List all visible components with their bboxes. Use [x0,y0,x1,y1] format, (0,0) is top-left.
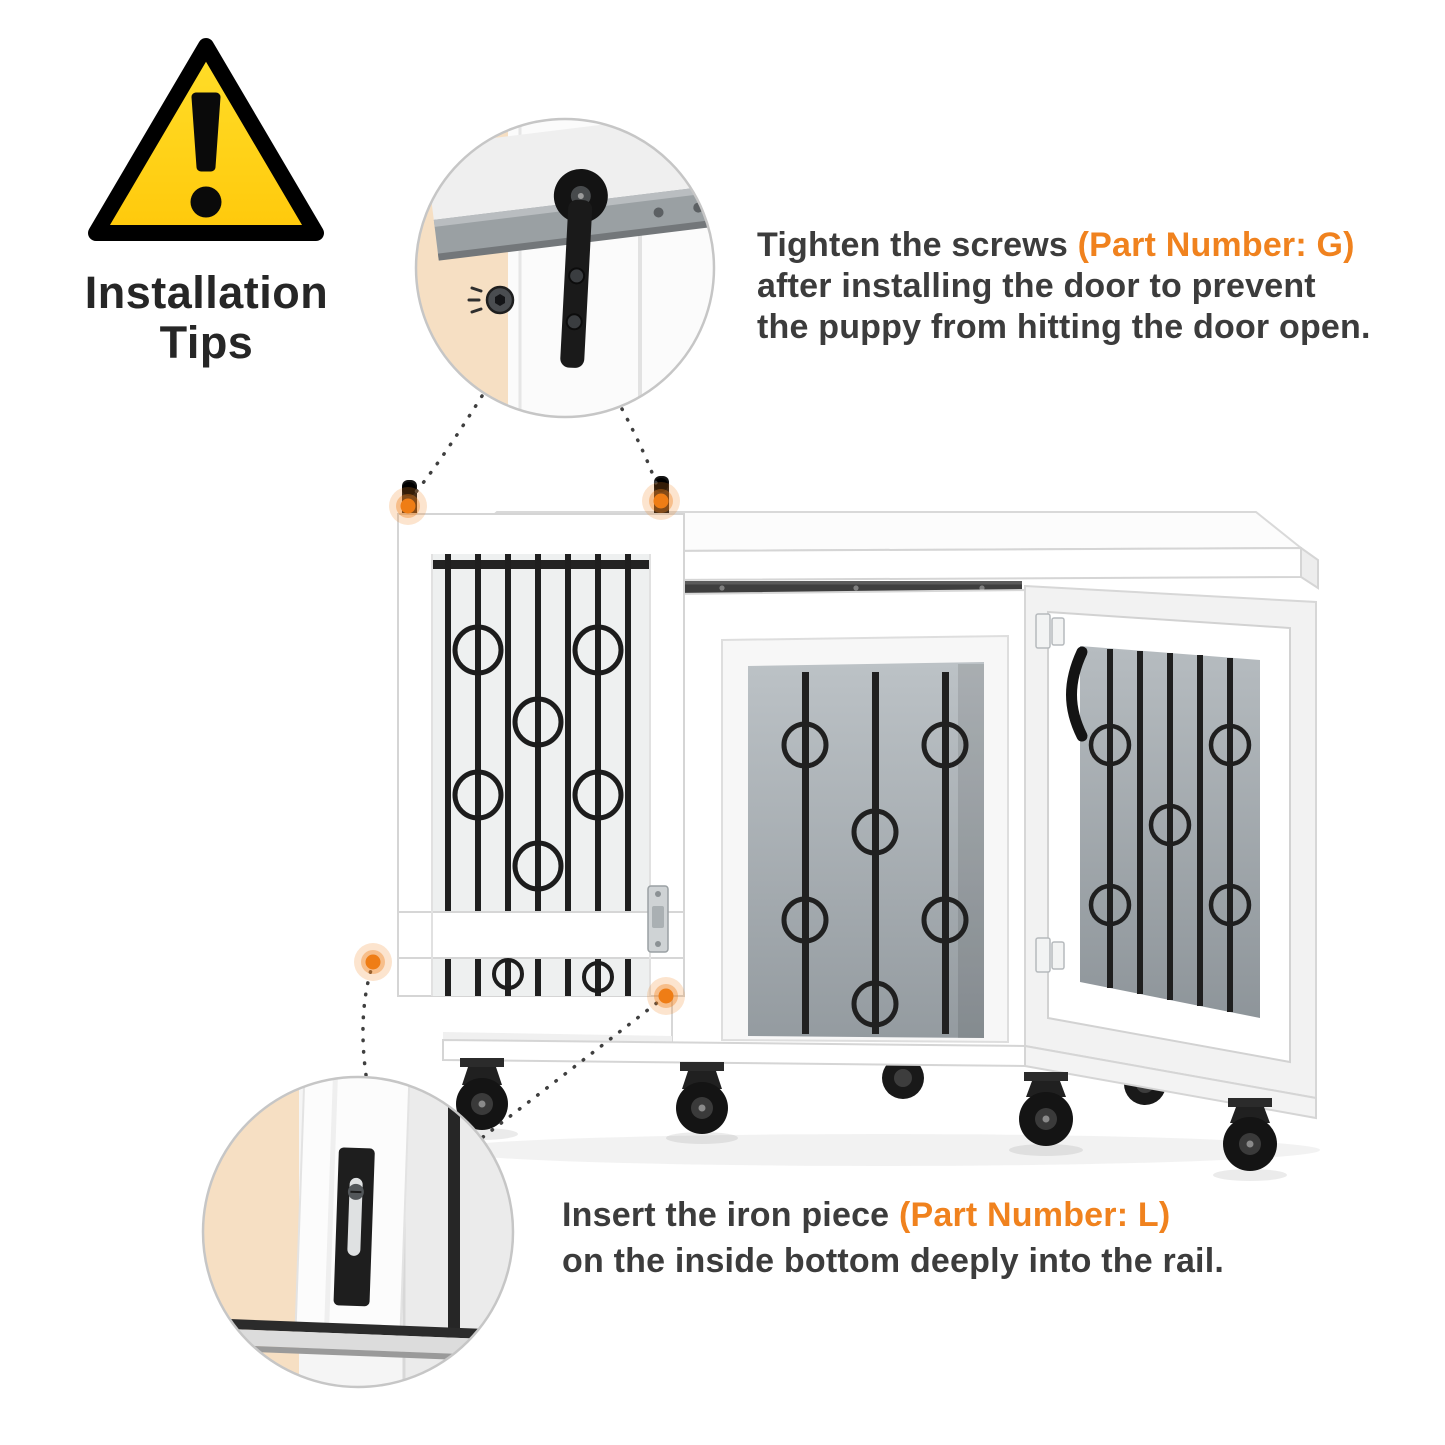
tip-top-line1: Tighten the screws (Part Number: G) [757,225,1371,266]
bottom-callout [201,1075,515,1389]
highlight-dot-right-hanger [642,482,680,520]
door-roller-closeup-image [416,119,714,417]
tip-bottom-line2: on the inside bottom deeply into the rai… [562,1242,1224,1280]
highlight-dot-door-bottom-right [647,977,685,1015]
side-door-bars [1107,649,1233,1012]
caster-wheels [446,1058,1287,1181]
sliding-door-bars [445,554,631,996]
side-door-handle [1066,646,1088,742]
loose-screw [467,285,515,315]
heading-line2: Tips [159,317,254,368]
sliding-door-lower-rings [492,958,614,993]
part-number-g: (Part Number: G) [1077,226,1355,264]
door-latch [647,885,669,953]
heading-installation-tips: Installation Tips [20,268,393,368]
callout-connectors [361,394,661,1139]
top-callout [414,117,716,419]
top-callout-ring [414,117,716,419]
sliding-door [397,513,685,997]
highlight-dot-door-bottom-left [354,943,392,981]
side-door-rings [1088,723,1252,927]
dog-crate-illustration [397,476,1320,1181]
tip-top-line1-text: Tighten the screws [757,226,1078,264]
highlight-dot-left-hanger [389,487,427,525]
heading-line1: Installation [84,267,329,318]
front-panel [671,588,1026,1048]
tip-bottom-line1-text: Insert the iron piece [562,1196,899,1234]
roller-strap [553,168,608,368]
side-panel [1024,584,1317,1100]
highlight-dots [354,482,685,1015]
side-door-hinges [1035,613,1065,973]
iron-piece [333,1147,375,1307]
tip-bottom-line1: Insert the iron piece (Part Number: L) [562,1192,1224,1238]
warning-icon [88,38,324,241]
bottom-callout-ring [201,1075,515,1389]
part-number-l: (Part Number: L) [898,1196,1171,1234]
tip-top-text: Tighten the screws (Part Number: G) afte… [757,225,1371,348]
sliding-door-rings [452,624,624,892]
tip-bottom-text: Insert the iron piece (Part Number: L) o… [562,1192,1224,1284]
tip-top-line2: after installing the door to prevent [757,267,1316,305]
interior-rings [781,721,969,1028]
tip-top-line3: the puppy from hitting the door open. [757,308,1371,346]
